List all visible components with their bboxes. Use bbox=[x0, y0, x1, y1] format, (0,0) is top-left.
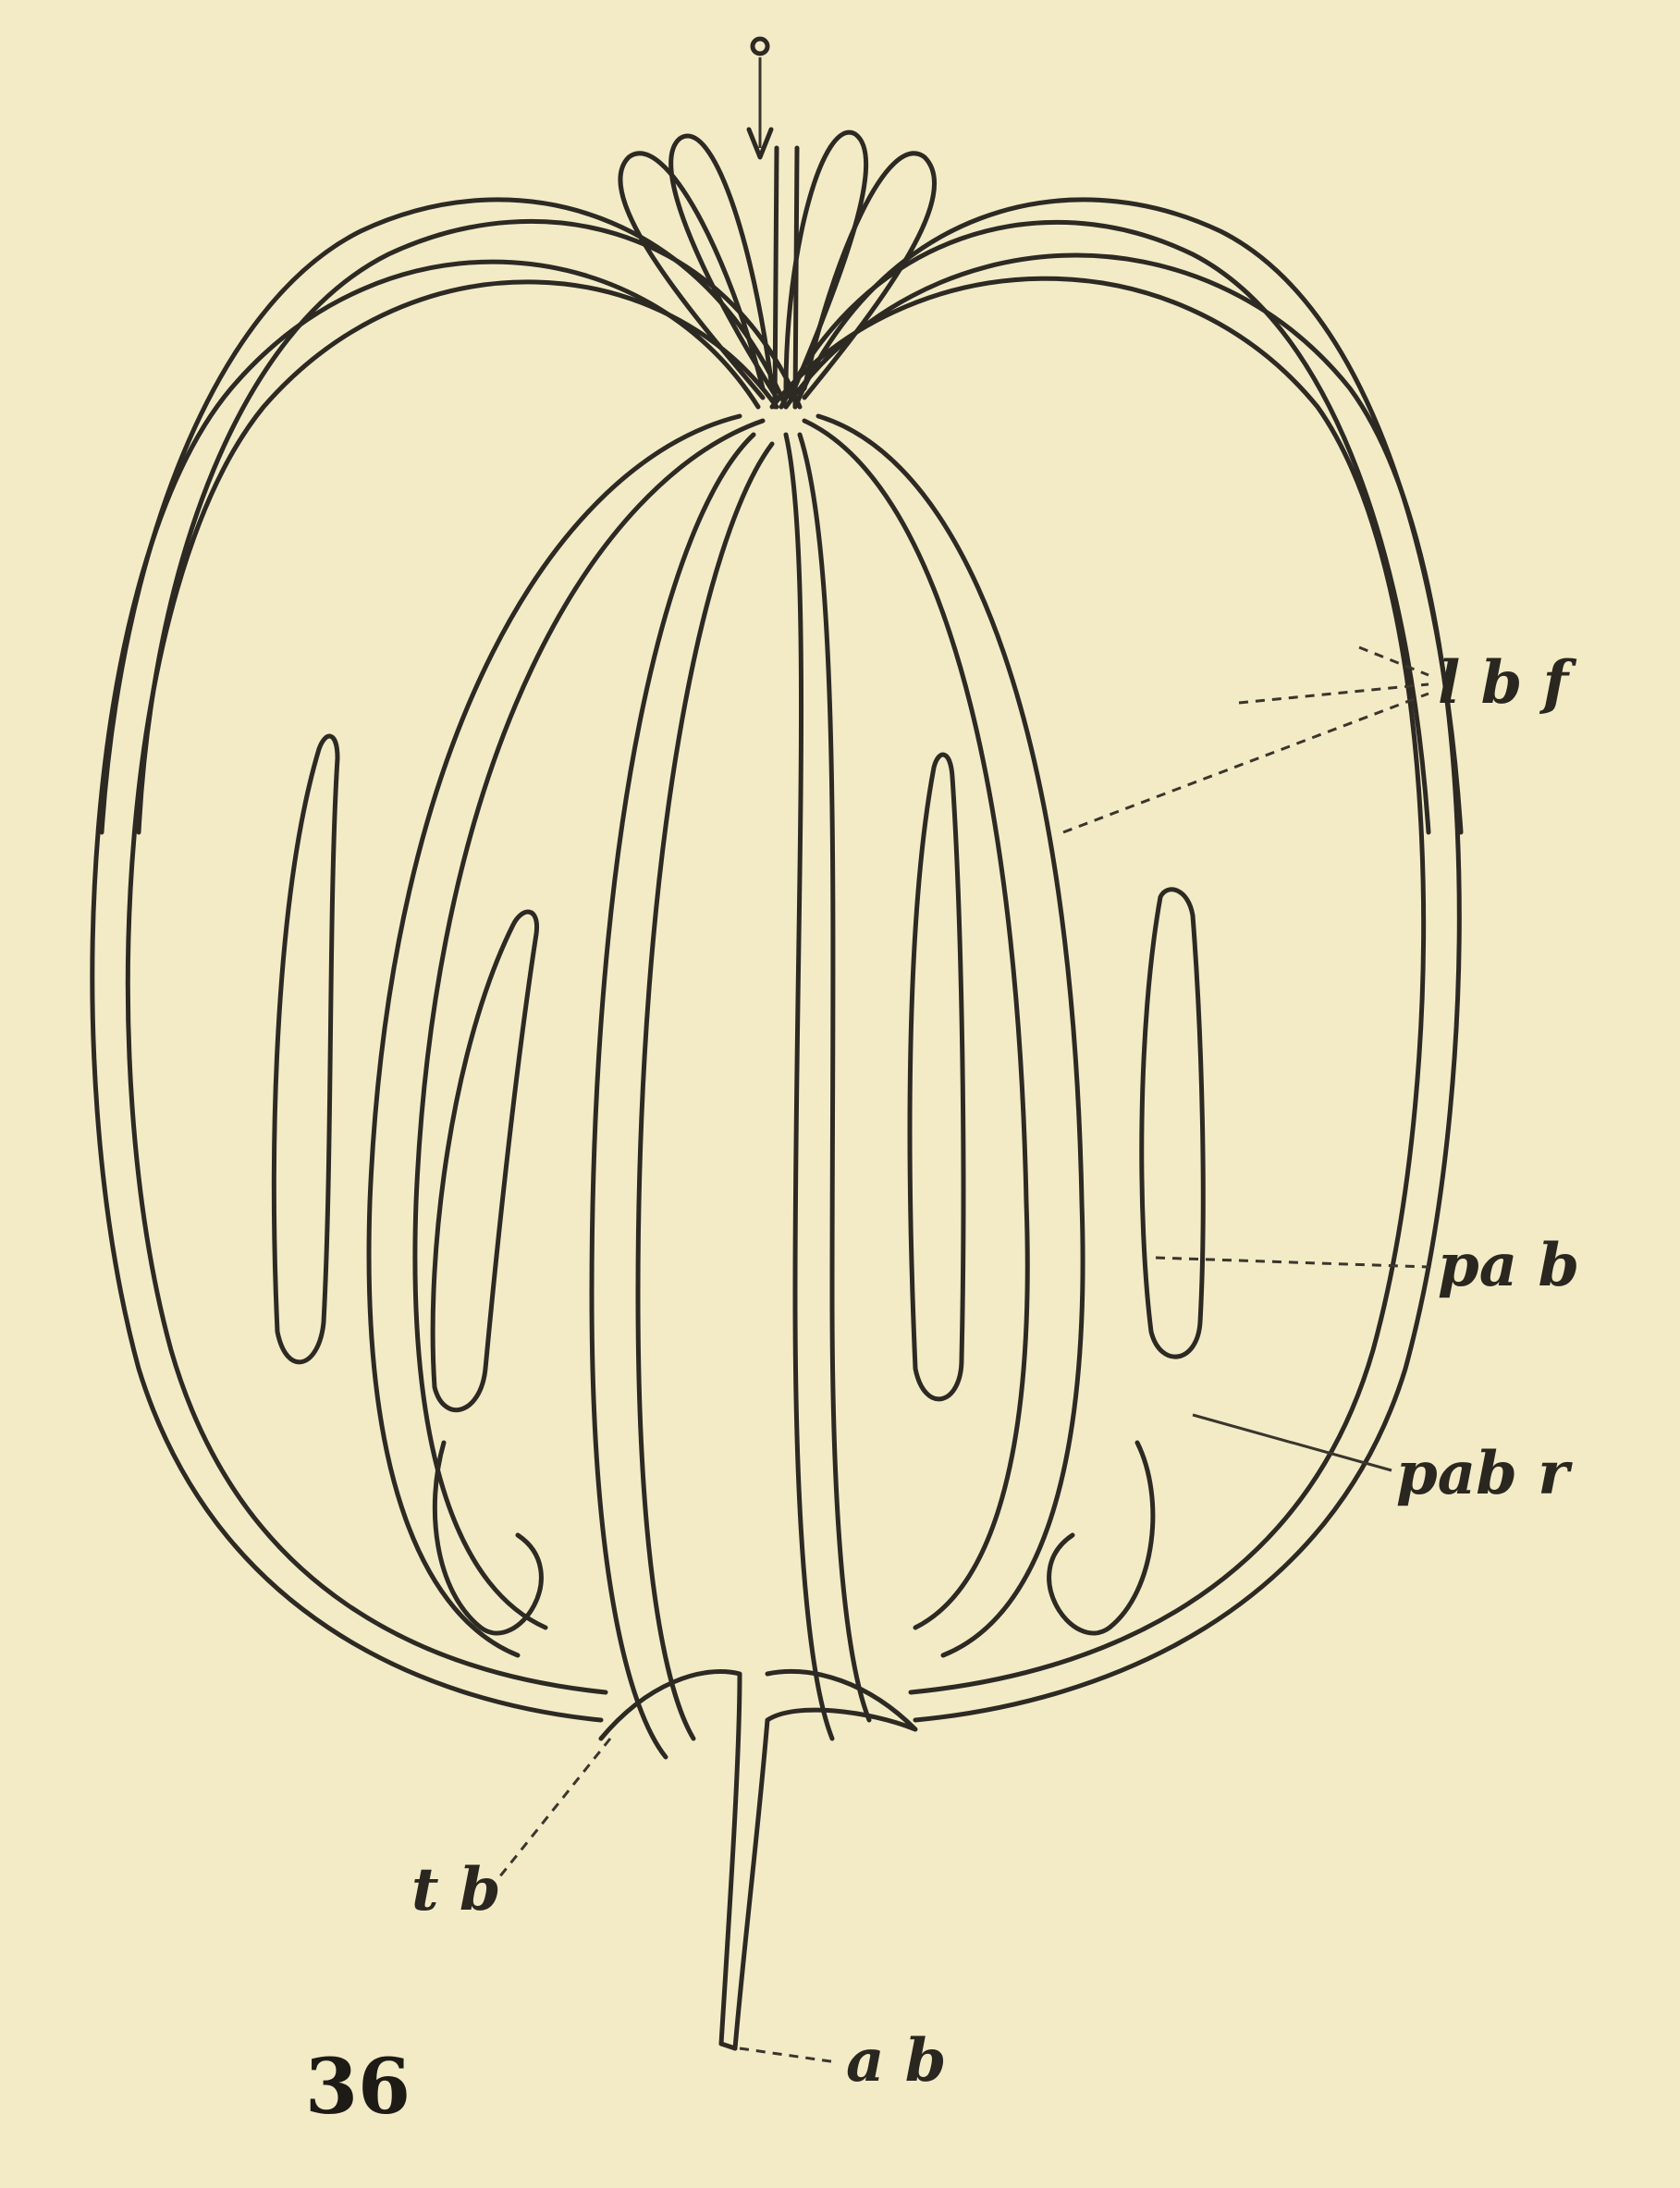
label-ab: a b bbox=[846, 2026, 947, 2096]
outer-tube-loops bbox=[92, 200, 1461, 1720]
label-tb: t b bbox=[411, 1855, 501, 1924]
figure-number: 36 bbox=[305, 2043, 411, 2132]
label-pab: pa b bbox=[1438, 1231, 1579, 1300]
label-pabr: pab r bbox=[1396, 1439, 1573, 1508]
meridional-tubes bbox=[369, 148, 1083, 1757]
label-lbf: l b f bbox=[1438, 648, 1577, 718]
top-arrow-marker bbox=[749, 39, 771, 157]
lateral-pouches bbox=[274, 736, 1203, 1410]
